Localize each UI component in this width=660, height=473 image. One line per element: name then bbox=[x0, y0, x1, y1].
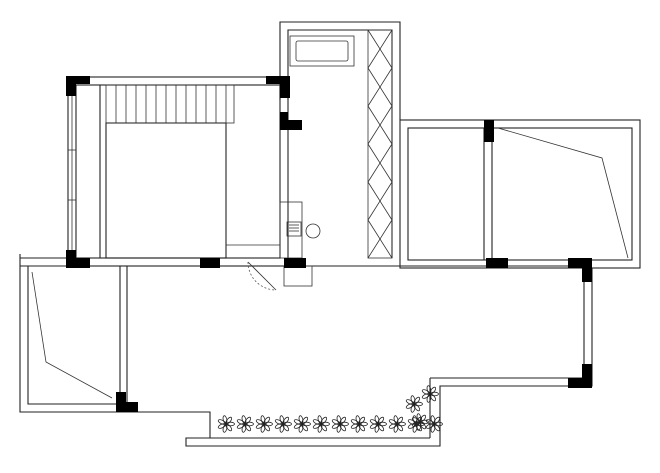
center-room-outer-wall bbox=[279, 21, 401, 120]
entry-box bbox=[283, 265, 313, 287]
terrace-outer-wall bbox=[19, 254, 593, 447]
planter-icon bbox=[217, 415, 235, 433]
right-room bbox=[399, 119, 641, 269]
planter-icon bbox=[312, 415, 330, 433]
planter-icon bbox=[274, 415, 292, 433]
column bbox=[568, 364, 592, 388]
center-room bbox=[279, 21, 401, 259]
planter-icon bbox=[411, 413, 429, 431]
planter-icon bbox=[388, 415, 406, 433]
column bbox=[66, 76, 90, 96]
upper-left-room bbox=[67, 76, 289, 267]
right-room-glazing bbox=[497, 127, 629, 259]
column bbox=[280, 112, 302, 130]
column bbox=[484, 120, 494, 142]
planter-icon bbox=[405, 395, 423, 413]
cross-brace-icon bbox=[367, 29, 393, 259]
staircase-icon bbox=[105, 84, 235, 124]
column bbox=[266, 76, 290, 98]
planter-icon bbox=[425, 415, 443, 433]
chair-icon bbox=[305, 223, 321, 239]
column bbox=[66, 250, 90, 268]
sofa-icon bbox=[289, 35, 355, 67]
planter-icon bbox=[421, 385, 439, 403]
column bbox=[284, 258, 306, 268]
planter-icon bbox=[350, 415, 368, 433]
right-room-inner bbox=[407, 127, 633, 261]
column bbox=[486, 258, 508, 268]
column bbox=[116, 392, 138, 412]
columns bbox=[66, 76, 592, 412]
column bbox=[200, 258, 220, 268]
inner-room-outline bbox=[105, 122, 227, 259]
planter-icon bbox=[293, 415, 311, 433]
desk-icon bbox=[279, 201, 303, 259]
center-room-inner-wall bbox=[287, 29, 393, 258]
terrace-inner-wall bbox=[27, 266, 118, 405]
upper-left-room-inner bbox=[75, 84, 281, 259]
terrace-glazing bbox=[31, 271, 113, 399]
planter-icon bbox=[255, 415, 273, 433]
planter-icon bbox=[369, 415, 387, 433]
door-swing-icon bbox=[247, 261, 277, 291]
upper-left-room-outline bbox=[67, 76, 289, 267]
planter-icon bbox=[331, 415, 349, 433]
right-room-outline bbox=[399, 119, 641, 269]
column bbox=[568, 258, 592, 282]
planter-row bbox=[217, 385, 443, 433]
planter-icon bbox=[236, 415, 254, 433]
